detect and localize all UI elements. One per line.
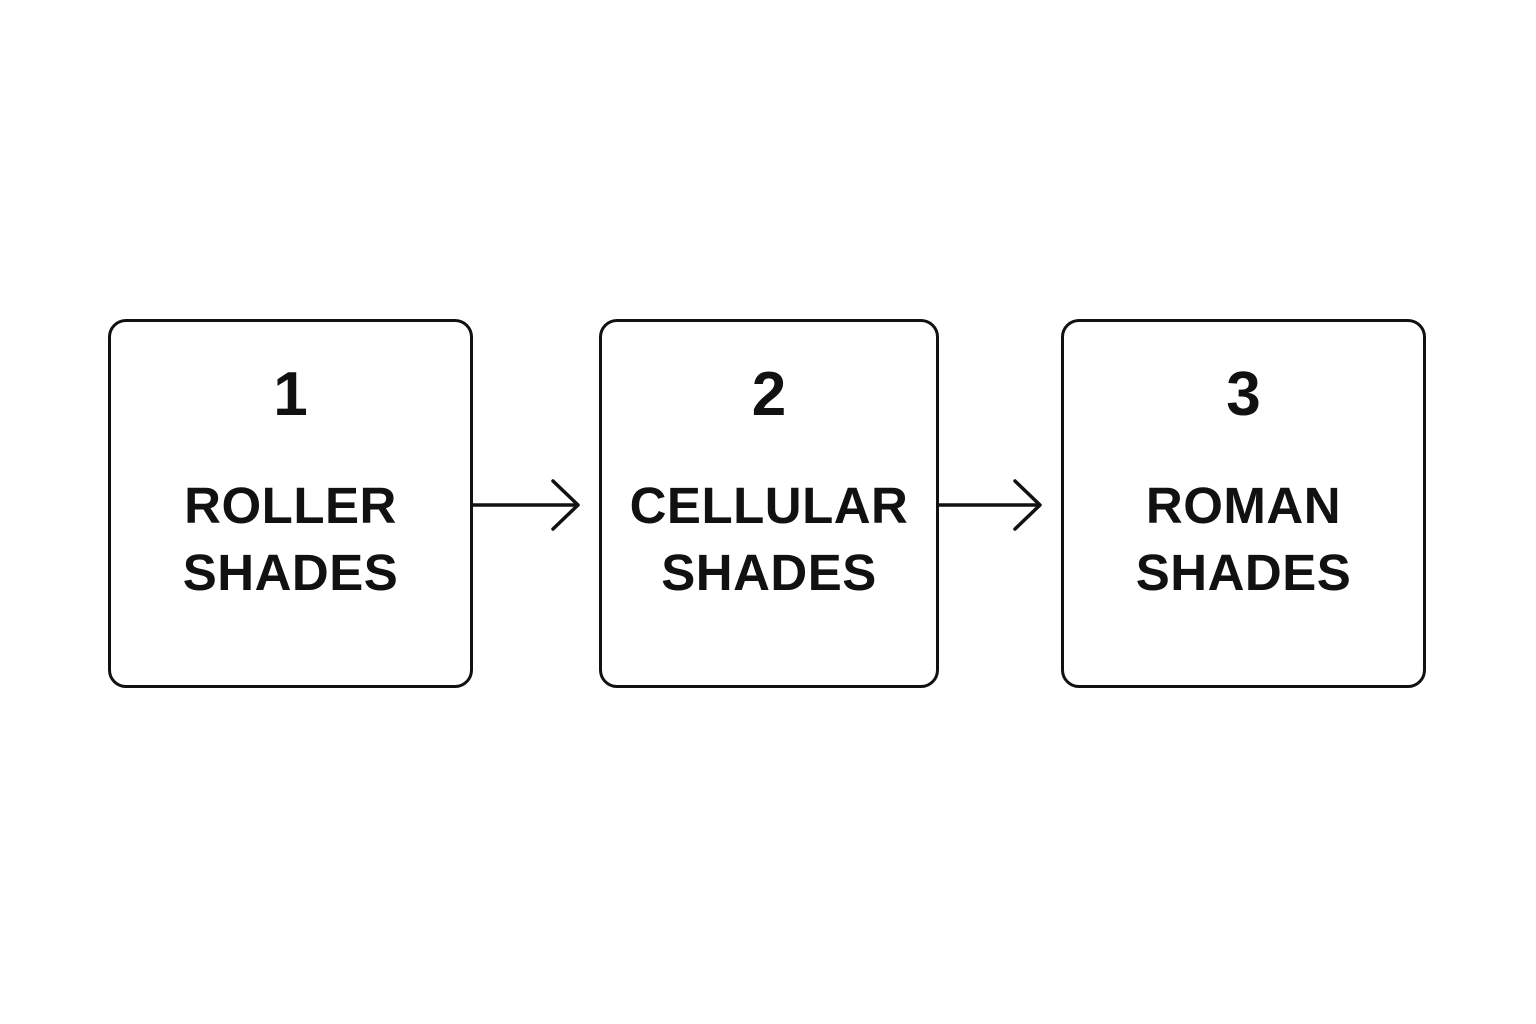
step-label: CELLULAR SHADES (602, 472, 936, 606)
step-number: 3 (1226, 360, 1261, 429)
step-label-line: CELLULAR (629, 477, 909, 534)
arrow-right-icon (471, 479, 580, 531)
step-label-line: SHADES (182, 544, 399, 601)
step-label: ROLLER SHADES (111, 472, 470, 606)
step-number: 1 (273, 360, 308, 429)
step-label-line: SHADES (1135, 544, 1352, 601)
step-box-roller-shades: 1 ROLLER SHADES (108, 319, 473, 688)
step-label-line: SHADES (661, 544, 877, 601)
step-number: 2 (751, 360, 787, 429)
step-label-line: ROLLER (184, 477, 397, 534)
step-box-cellular-shades: 2 CELLULAR SHADES (599, 319, 939, 688)
step-box-roman-shades: 3 ROMAN SHADES (1061, 319, 1426, 688)
arrow-right-icon (937, 479, 1042, 531)
step-label-line: ROMAN (1145, 477, 1342, 534)
step-label: ROMAN SHADES (1064, 472, 1423, 606)
